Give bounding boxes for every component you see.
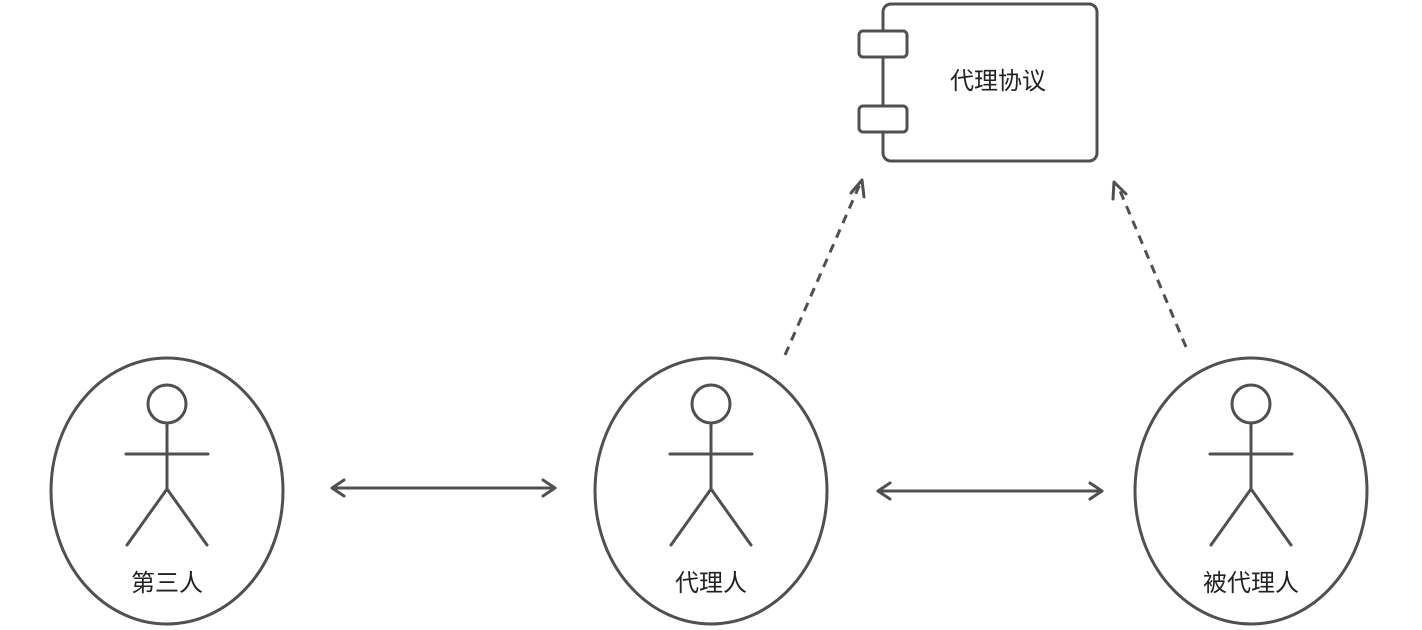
dependency-agent-agreement[interactable] <box>783 178 866 356</box>
dashed-connector-line <box>1116 185 1188 348</box>
arrowhead-right-icon <box>1088 481 1104 501</box>
actor-agent[interactable]: 代理人 <box>593 356 829 626</box>
arrowhead-right-icon <box>541 478 557 498</box>
stick-figure-icon <box>1208 383 1294 547</box>
actor-label: 代理人 <box>675 569 747 597</box>
actor-label: 第三人 <box>131 569 203 597</box>
association-third-party-agent[interactable] <box>330 478 557 498</box>
component-port-top-icon <box>857 29 909 59</box>
actor-label: 被代理人 <box>1203 569 1299 597</box>
actor-third-party[interactable]: 第三人 <box>49 356 285 626</box>
stick-figure-icon <box>668 383 754 547</box>
stick-figure-icon <box>124 383 210 547</box>
component-agency-agreement[interactable]: 代理协议 <box>857 2 1099 163</box>
arrowhead-icon <box>849 178 866 199</box>
component-port-bottom-icon <box>857 104 909 134</box>
dependency-principal-agreement[interactable] <box>1111 180 1188 348</box>
component-label: 代理协议 <box>950 67 1046 95</box>
dashed-connector-line <box>783 183 862 356</box>
association-agent-principal[interactable] <box>876 481 1104 501</box>
arrowhead-icon <box>1111 180 1128 201</box>
actor-principal[interactable]: 被代理人 <box>1133 356 1369 626</box>
arrowhead-left-icon <box>330 478 346 498</box>
arrowhead-left-icon <box>876 481 892 501</box>
component-body <box>881 2 1099 163</box>
